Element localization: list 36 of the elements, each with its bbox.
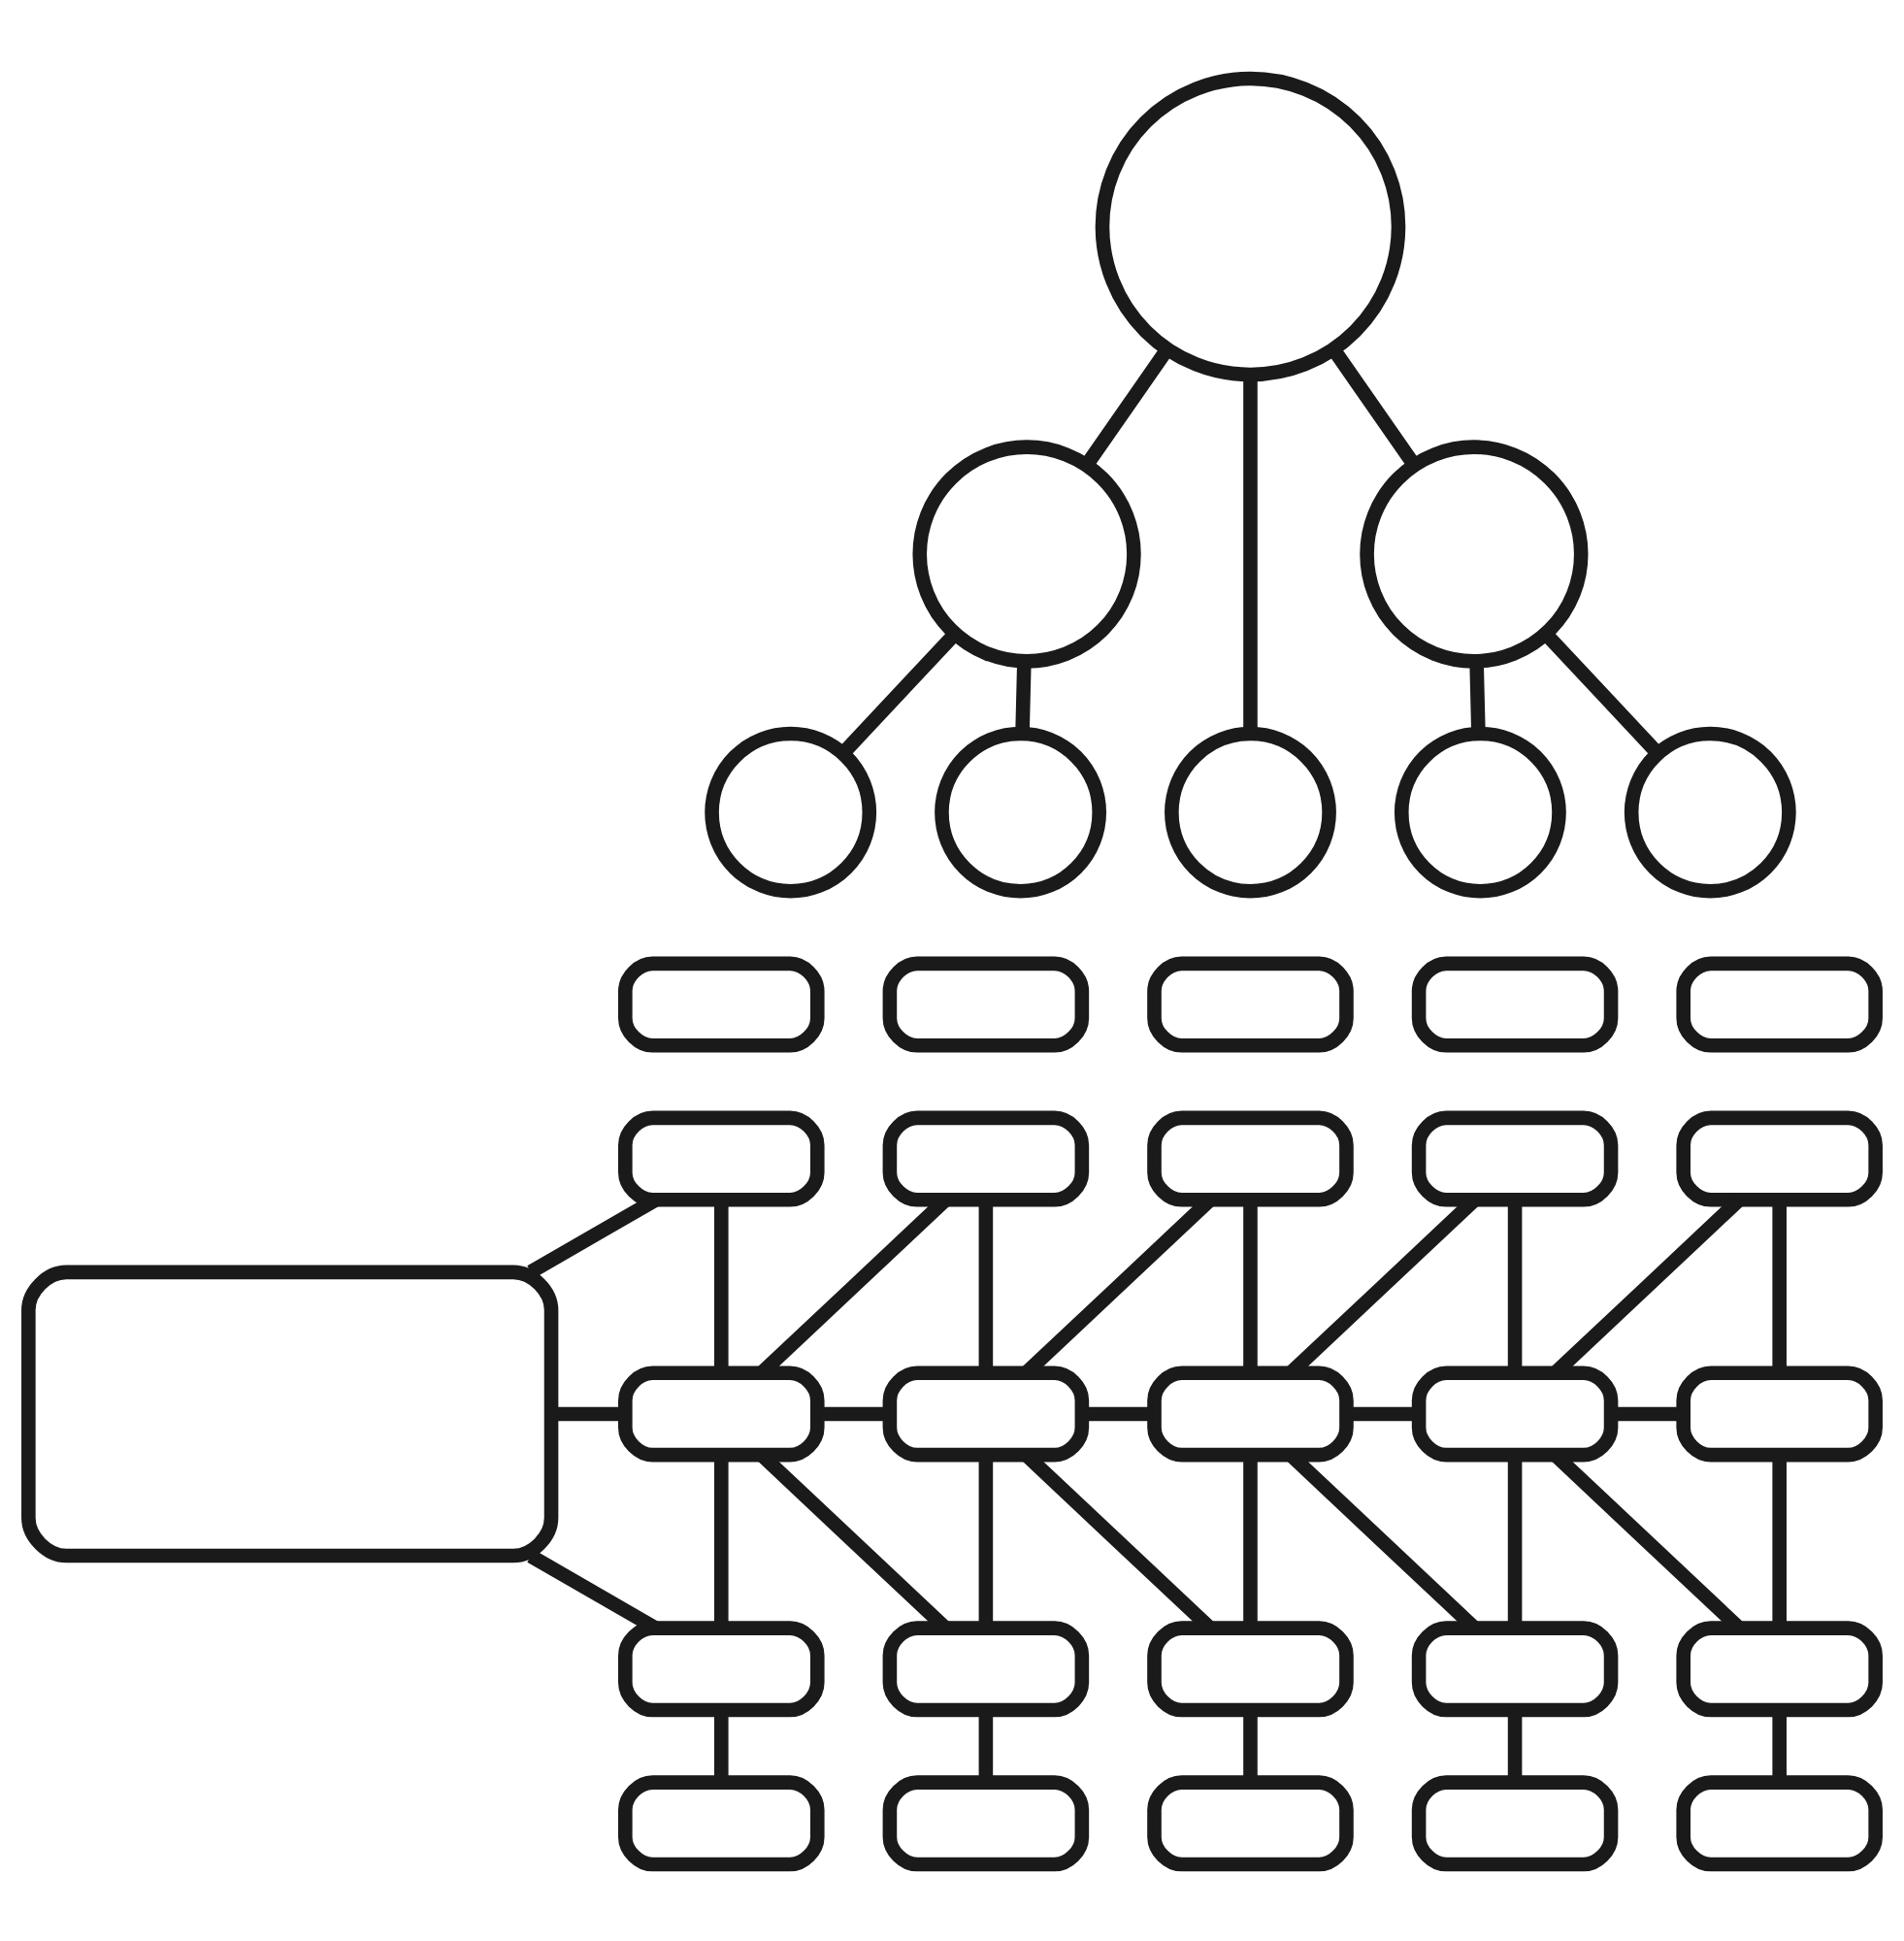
node-circle	[935, 725, 1106, 898]
connector	[837, 628, 961, 757]
node-box	[1676, 1774, 1883, 1871]
node-box	[1676, 1109, 1883, 1206]
node-box	[618, 1109, 825, 1206]
node-box	[618, 1620, 825, 1717]
node-box	[1411, 1109, 1619, 1206]
node-circle	[1360, 439, 1589, 668]
node-box	[1147, 1620, 1354, 1717]
node-box	[1147, 955, 1354, 1052]
node-box	[618, 1774, 825, 1871]
node-circle	[1095, 70, 1406, 381]
node-box	[1147, 1365, 1354, 1462]
node-box	[882, 1109, 1090, 1206]
node-box	[1411, 1620, 1619, 1717]
node-box	[1411, 1365, 1619, 1462]
node-box	[21, 1264, 559, 1563]
node-box	[1411, 955, 1619, 1052]
node-box	[618, 1365, 825, 1462]
node-box	[882, 1774, 1090, 1871]
connector	[1540, 628, 1663, 757]
node-box	[1411, 1774, 1619, 1871]
node-circle	[1394, 725, 1566, 898]
node-box	[1147, 1774, 1354, 1871]
node-box	[1676, 1620, 1883, 1717]
node-box	[882, 1620, 1090, 1717]
node-box	[882, 955, 1090, 1052]
node-circle	[1165, 725, 1336, 898]
node-box	[618, 955, 825, 1052]
node-box	[1676, 1365, 1883, 1462]
node-box	[882, 1365, 1090, 1462]
node-box	[1676, 955, 1883, 1052]
node-box	[1147, 1109, 1354, 1206]
node-circle	[912, 439, 1141, 668]
node-circle	[705, 725, 877, 898]
node-circle	[1624, 725, 1796, 898]
